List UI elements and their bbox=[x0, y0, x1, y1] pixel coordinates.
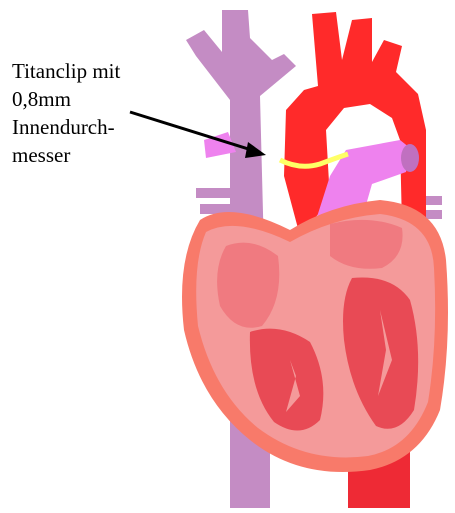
annotation-line-4: messer bbox=[12, 142, 70, 169]
left-atrium bbox=[330, 220, 403, 269]
annotation-line-2: 0,8mm bbox=[12, 86, 71, 113]
pulmonary-vein-left-1 bbox=[196, 188, 236, 198]
annotation-line-1: Titanclip mit bbox=[12, 58, 120, 85]
pulmonary-artery-opening bbox=[401, 144, 419, 172]
annotation-line-3: Innendurch- bbox=[12, 114, 115, 141]
